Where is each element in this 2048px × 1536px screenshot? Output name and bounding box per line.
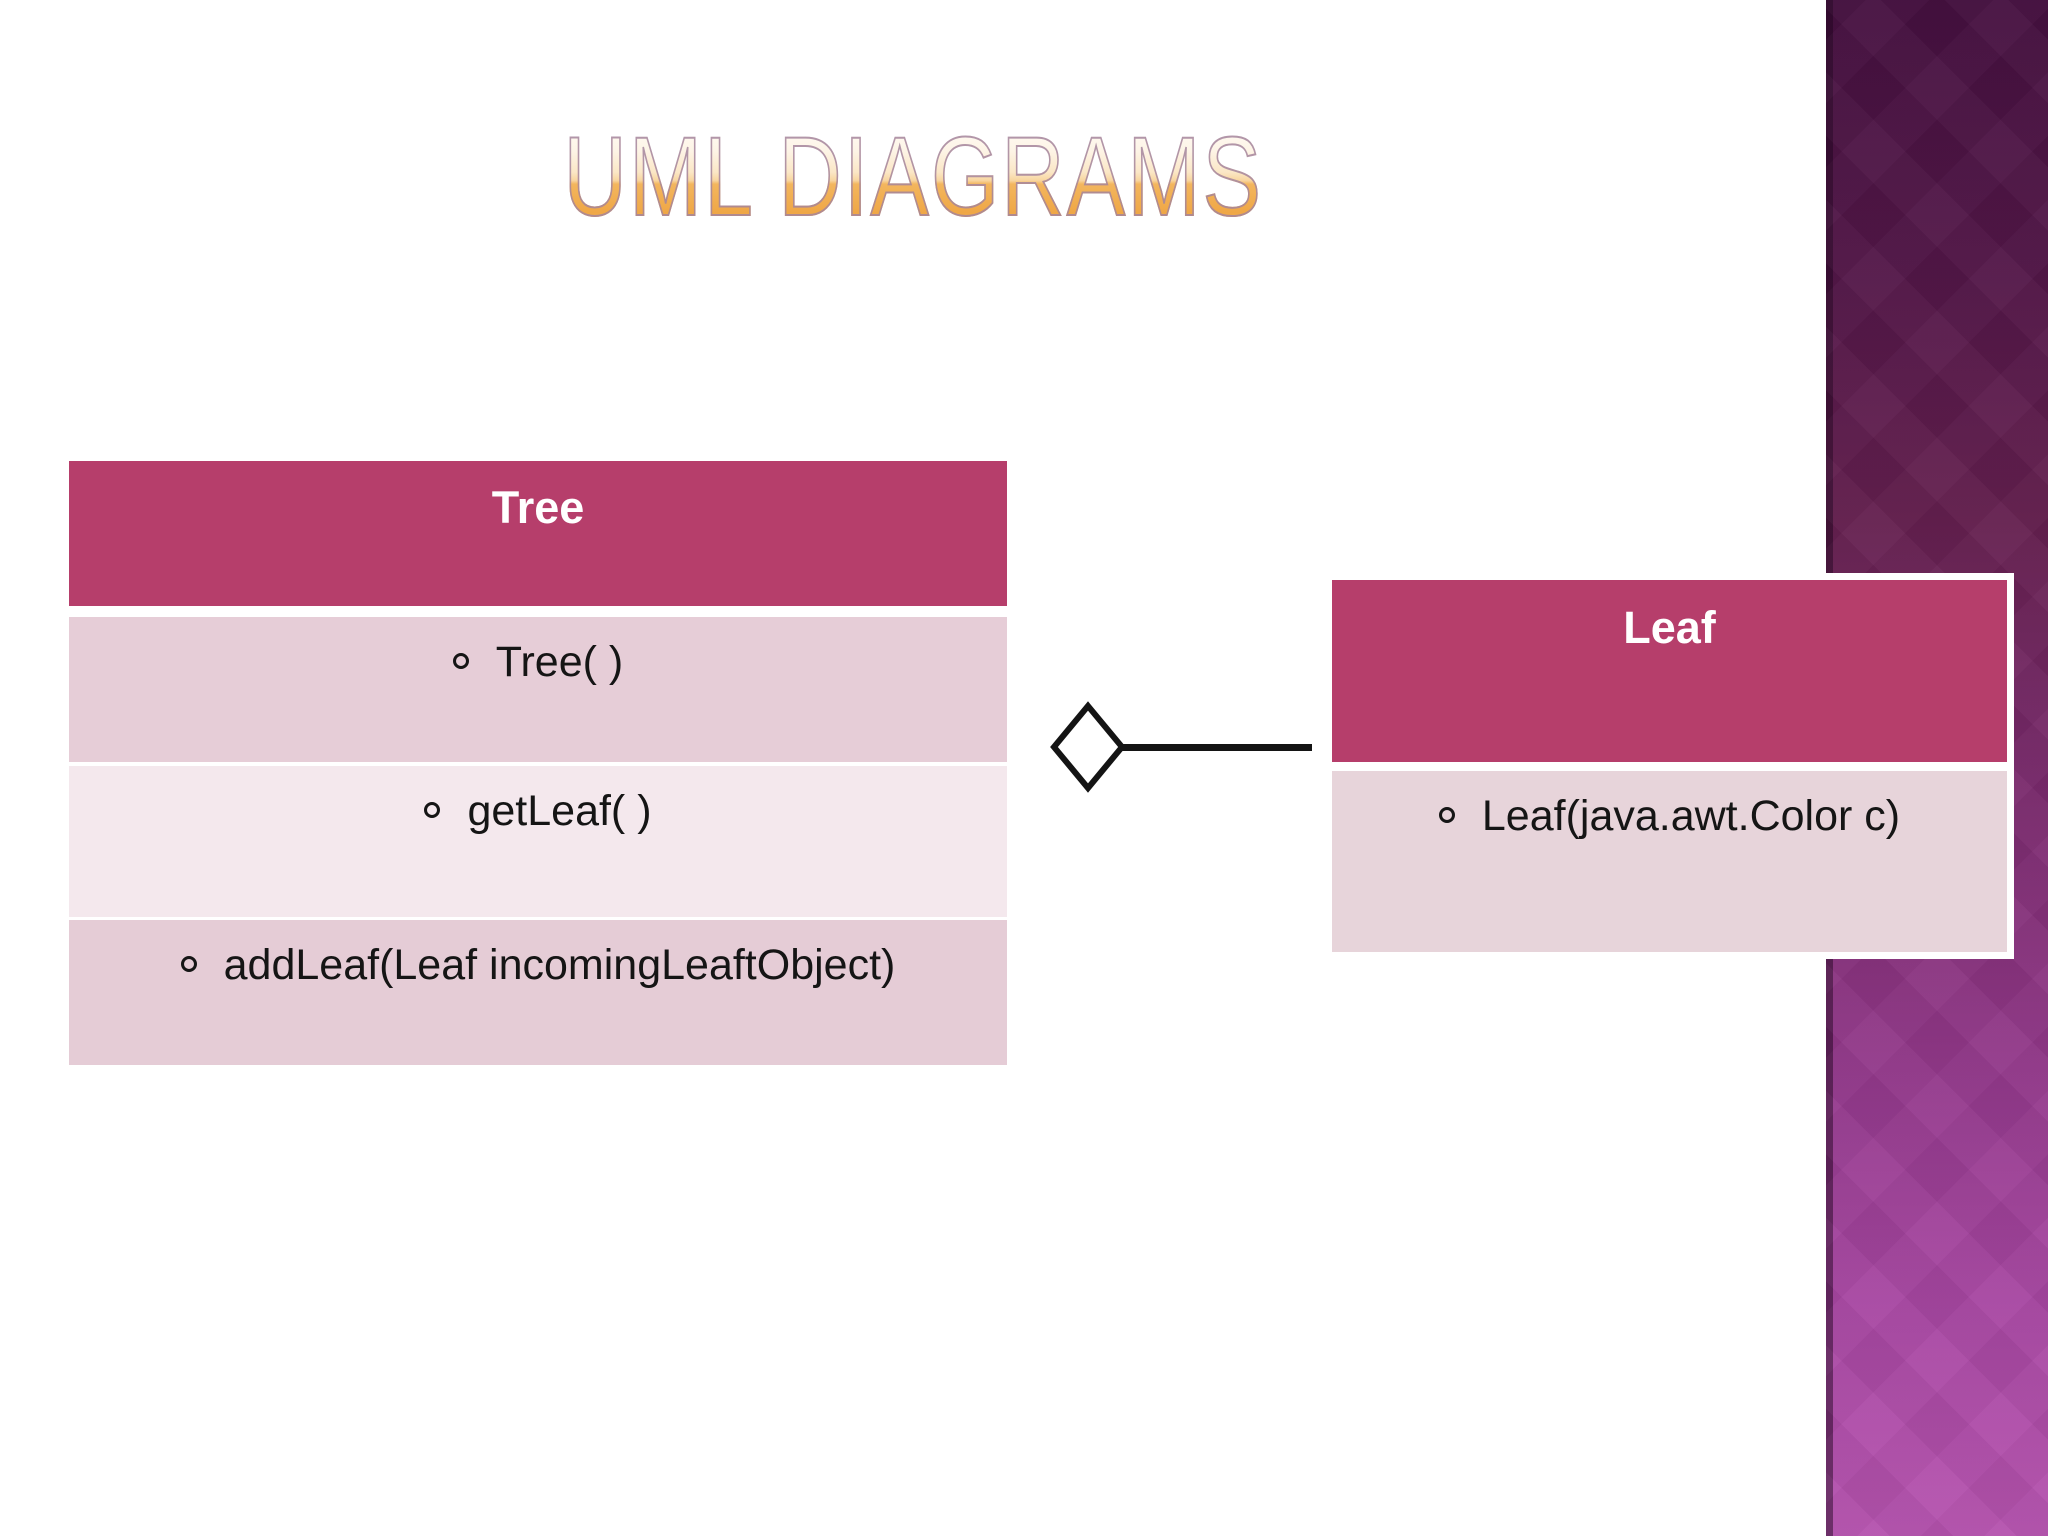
- tree-method-row: getLeaf( ): [69, 766, 1007, 917]
- tree-method-constructor: Tree( ): [495, 638, 624, 686]
- association-line: [1122, 744, 1312, 751]
- bullet-circle-icon: [452, 653, 469, 669]
- uml-class-leaf: Leaf Leaf(java.awt.Color c): [1325, 573, 2014, 959]
- tree-method-row: addLeaf(Leaf incomingLeaftObject): [69, 920, 1007, 1065]
- uml-class-tree: Tree Tree( ) getLeaf( ) addLeaf(Leaf inc…: [69, 461, 1007, 1065]
- bullet-circle-icon: [1438, 807, 1455, 823]
- leaf-class-name: Leaf: [1332, 580, 2007, 762]
- slide-title-container: UML DIAGRAMS: [0, 114, 1827, 239]
- aggregation-diamond-icon: [1050, 701, 1126, 793]
- leaf-method-constructor: Leaf(java.awt.Color c): [1481, 792, 1901, 840]
- leaf-method-row: Leaf(java.awt.Color c): [1332, 771, 2007, 952]
- tree-class-name: Tree: [69, 461, 1007, 606]
- slide-title: UML DIAGRAMS: [563, 114, 1264, 239]
- tree-method-row: Tree( ): [69, 617, 1007, 762]
- bullet-circle-icon: [424, 802, 441, 818]
- bullet-circle-icon: [180, 956, 197, 972]
- tree-method-getleaf: getLeaf( ): [467, 787, 652, 835]
- tree-method-addleaf: addLeaf(Leaf incomingLeaftObject): [223, 941, 896, 989]
